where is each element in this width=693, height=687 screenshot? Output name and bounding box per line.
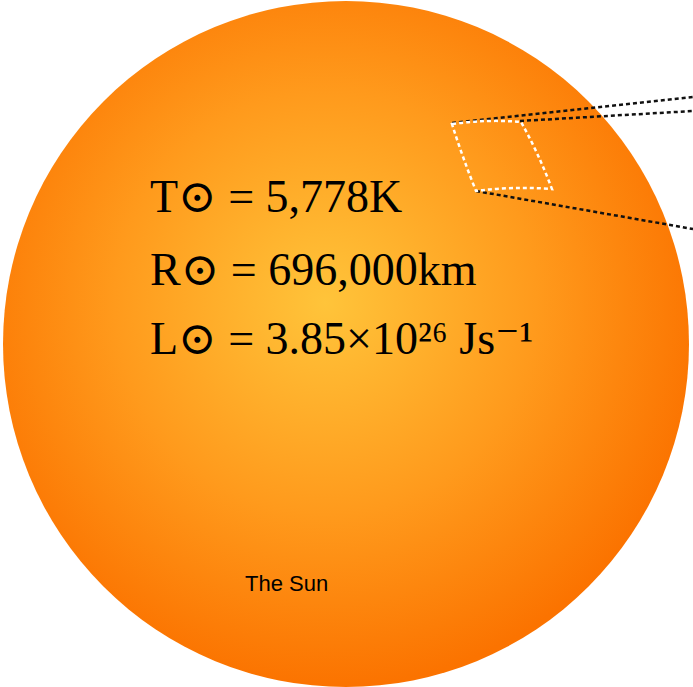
radius-value: R⊙ = 696,000km [150, 245, 476, 296]
sun-caption: The Sun [245, 572, 328, 596]
zoom-leader-line [520, 111, 693, 121]
luminosity-value: L⊙ = 3.85×10²⁶ Js⁻¹ [150, 314, 533, 365]
zoom-leader-line [476, 191, 693, 229]
surface-patch-outline [452, 121, 552, 191]
temperature-value: T⊙ = 5,778K [150, 172, 402, 223]
zoom-leader-line [452, 97, 693, 123]
sun-circle [3, 1, 689, 687]
